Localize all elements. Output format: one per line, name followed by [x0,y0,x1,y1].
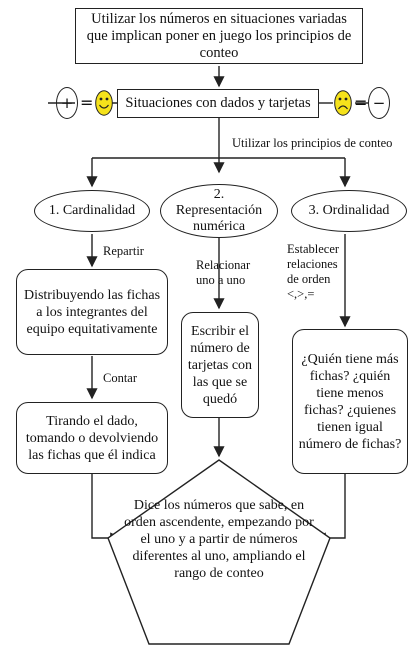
ordinalidad-oval: 3. Ordinalidad [291,190,407,232]
equals-right: = [354,93,368,112]
plus-sign: + [56,87,78,119]
principles-label: Utilizar los principios de conteo [232,136,393,150]
minus-sign: − [368,87,390,119]
pentagon-text: Dice los números que sabe, en orden asce… [124,498,314,581]
escribir-box: Escribir el número de tarjetas con las q… [181,312,259,418]
pentagon-shape [107,459,331,645]
equals-left: = [80,93,94,112]
repartir-label: Repartir [103,244,144,258]
preguntas-box: ¿Quién tiene más fichas? ¿quién tiene me… [292,329,408,474]
tirando-box: Tirando el dado, tomando o devolviendo l… [16,402,168,474]
representacion-oval: 2. Representación numérica [160,184,278,238]
sad-face-icon [334,90,352,116]
arrow-preguntas-to-pentagon [314,474,346,544]
establecer-label: Establecer relaciones de orden <,>,= [287,242,340,301]
center-box: Situaciones con dados y tarjetas [117,89,319,118]
happy-face-icon [95,90,113,116]
distribuyendo-box: Distribuyendo las fichas a los integrant… [16,269,168,355]
top-box: Utilizar los números en situaciones vari… [75,8,363,64]
arrow-tirando-to-pentagon [91,474,122,544]
cardinalidad-oval: 1. Cardinalidad [34,190,150,232]
contar-label: Contar [103,371,138,385]
relacionar-label: Relacionar uno a uno [196,258,251,287]
